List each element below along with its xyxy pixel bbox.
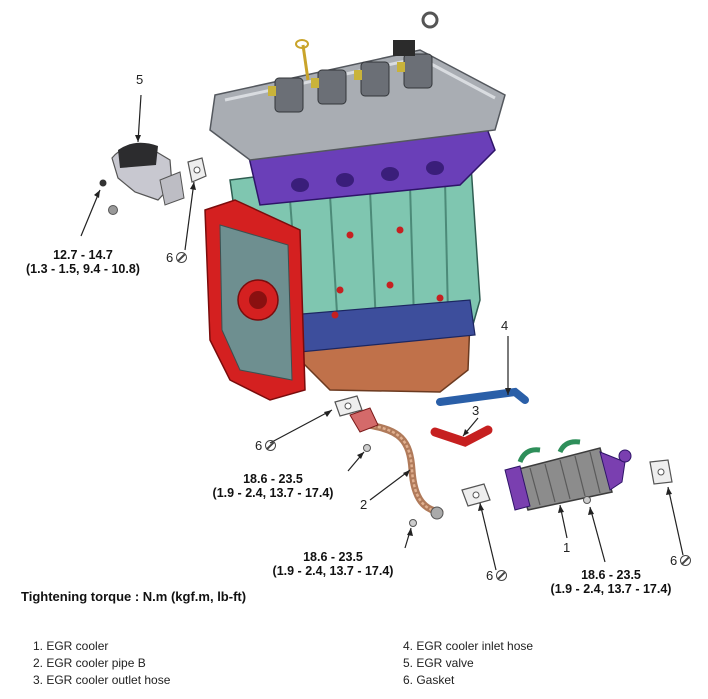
egr-cooler-inlet-hose: [436, 387, 529, 406]
callout-6-pipe: 6: [255, 438, 277, 453]
egr-valve: [99, 142, 185, 215]
do-not-reuse-icon: [265, 440, 277, 451]
do-not-reuse-icon: [496, 570, 508, 581]
callout-6-cooler-right: 6: [670, 553, 692, 568]
callout-6-cooler-left: 6: [486, 568, 508, 583]
legend-item: 1. EGR cooler: [33, 639, 109, 653]
do-not-reuse-icon: [680, 555, 692, 566]
do-not-reuse-icon: [176, 252, 188, 263]
callout-1: 1: [563, 540, 571, 555]
callout-6-valve: 6: [166, 250, 188, 265]
legend-item: 4. EGR cooler inlet hose: [403, 639, 534, 653]
callout-4: 4: [501, 318, 509, 333]
legend-item: 6. Gasket: [403, 673, 455, 687]
legend-right: 4. EGR cooler inlet hose 5. EGR valve 6.…: [403, 638, 533, 689]
egr-cooler-outlet-hose: [430, 425, 493, 447]
egr-cooler-pipe-b: [349, 407, 444, 527]
engine-assembly: [204, 11, 506, 401]
torque-pipe-upper: 18.6 - 23.5 (1.9 - 2.4, 13.7 - 17.4): [212, 472, 334, 500]
torque-cooler: 18.6 - 23.5 (1.9 - 2.4, 13.7 - 17.4): [550, 568, 672, 596]
legend-item: 3. EGR cooler outlet hose: [33, 673, 171, 687]
torque-pipe-lower: 18.6 - 23.5 (1.9 - 2.4, 13.7 - 17.4): [272, 550, 394, 578]
callout-2: 2: [360, 497, 368, 512]
legend-item: 5. EGR valve: [403, 656, 474, 670]
legend-item: 2. EGR cooler pipe B: [33, 656, 146, 670]
torque-units-note: Tightening torque : N.m (kgf.m, lb-ft): [21, 589, 247, 604]
egr-cooler: [504, 439, 632, 511]
callout-3: 3: [472, 403, 480, 418]
legend-left: 1. EGR cooler 2. EGR cooler pipe B 3. EG…: [33, 638, 170, 689]
callout-5: 5: [136, 72, 144, 87]
torque-egr-valve: 12.7 - 14.7 (1.3 - 1.5, 9.4 - 10.8): [26, 248, 140, 276]
